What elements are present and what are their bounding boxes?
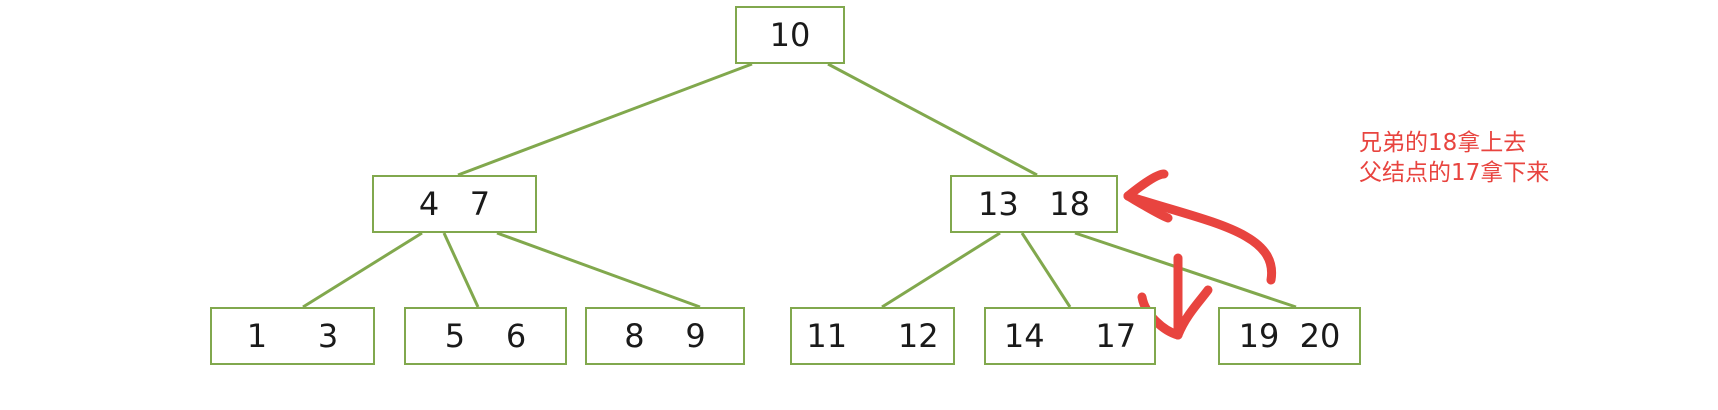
tree-node-leaf-2: 5 6 xyxy=(404,307,567,365)
node-keys: 8 9 xyxy=(624,317,706,355)
tree-edge-internal-left-to-leaf-3 xyxy=(496,231,701,309)
tree-node-leaf-6: 19 20 xyxy=(1218,307,1361,365)
node-keys: 13 18 xyxy=(978,185,1090,223)
tree-edge-internal-left-to-leaf-2 xyxy=(442,232,480,308)
tree-node-root: 10 xyxy=(735,6,845,64)
node-keys: 19 20 xyxy=(1238,317,1341,355)
tree-edge-internal-left-to-leaf-1 xyxy=(302,231,423,309)
tree-edge-root-to-internal-right xyxy=(827,62,1038,177)
tree-edge-internal-right-to-leaf-5 xyxy=(1020,232,1072,308)
annotation-arrow-arrow-curved-18-up xyxy=(1123,169,1277,285)
node-keys: 10 xyxy=(769,16,811,54)
tree-node-internal-left: 4 7 xyxy=(372,175,537,233)
tree-node-leaf-5: 14 17 xyxy=(984,307,1156,365)
node-keys: 4 7 xyxy=(418,185,491,223)
tree-node-internal-right: 13 18 xyxy=(950,175,1118,233)
node-keys: 11 12 xyxy=(806,317,939,355)
annotation-line: 父结点的17拿下来 xyxy=(1359,159,1550,186)
annotation-line: 兄弟的18拿上去 xyxy=(1359,130,1527,156)
tree-edge-internal-right-to-leaf-4 xyxy=(881,231,1001,309)
annotation-note-rotation: 兄弟的18拿上去父结点的17拿下来 xyxy=(1359,129,1549,189)
node-keys: 1 3 xyxy=(246,317,339,355)
tree-edge-internal-right-to-leaf-6 xyxy=(1074,231,1297,309)
tree-node-leaf-3: 8 9 xyxy=(585,307,745,365)
node-keys: 14 17 xyxy=(1003,317,1137,355)
tree-node-leaf-1: 1 3 xyxy=(210,307,375,365)
node-keys: 5 6 xyxy=(444,317,527,355)
tree-node-leaf-4: 11 12 xyxy=(790,307,955,365)
tree-edge-root-to-internal-left xyxy=(457,62,753,177)
